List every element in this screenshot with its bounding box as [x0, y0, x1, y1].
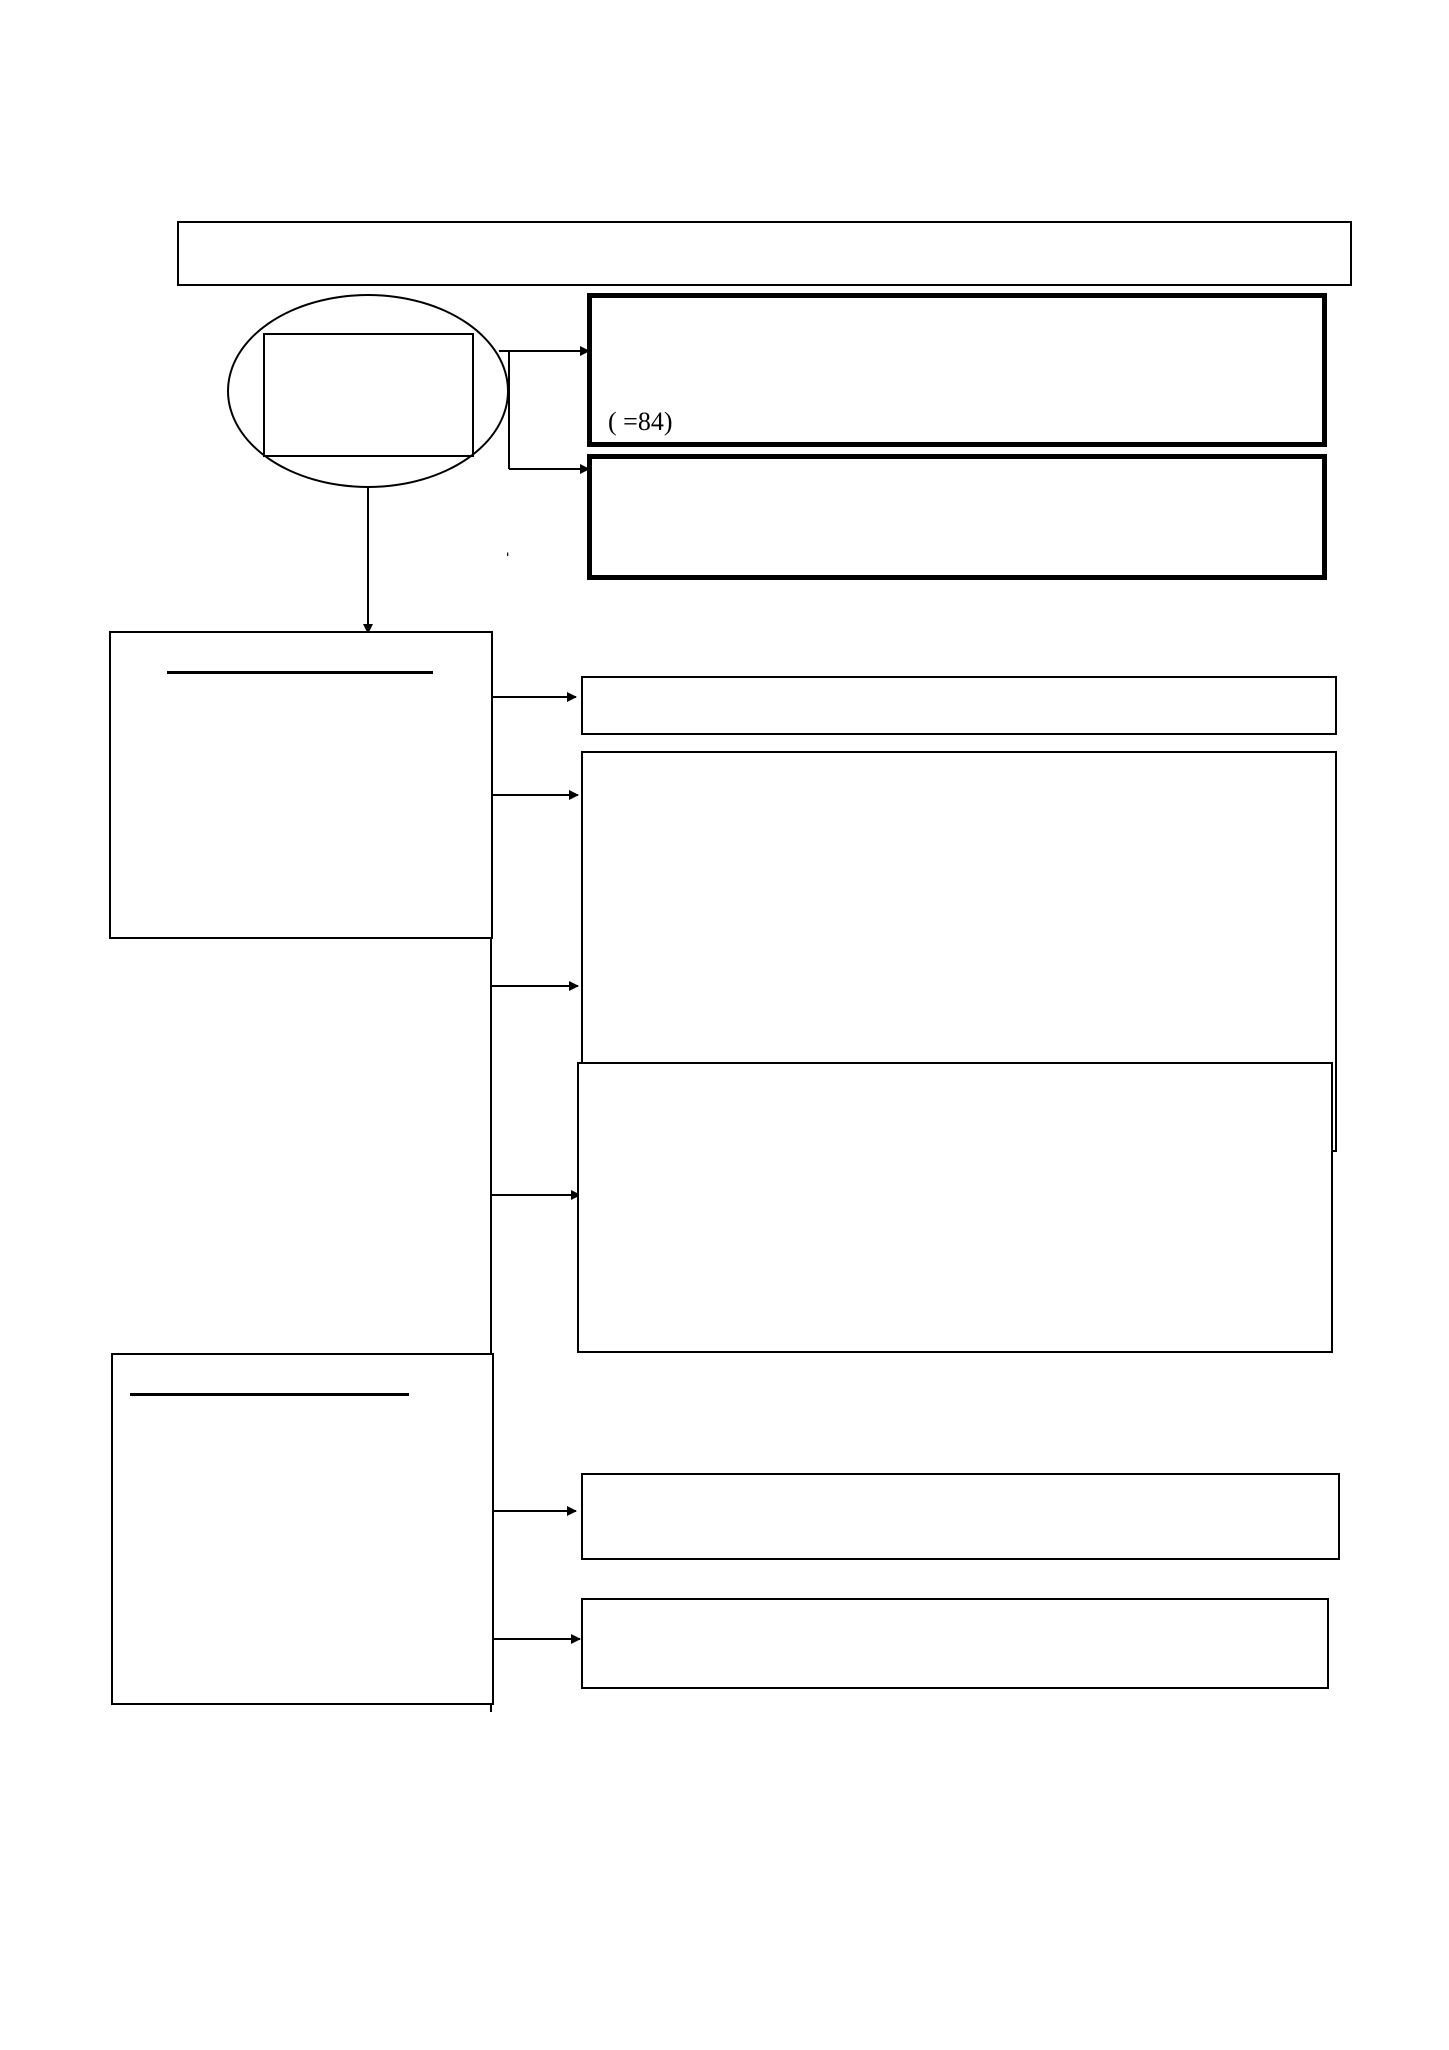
top-box	[177, 221, 1352, 286]
left-box-2	[111, 1353, 494, 1705]
start-node-box	[263, 333, 474, 457]
left-box-2-heading-rule	[130, 1393, 409, 1396]
top-right-box-2	[587, 454, 1327, 580]
right-box-5	[581, 1598, 1329, 1689]
left-box-1-heading-rule	[167, 671, 433, 674]
left-box-1	[109, 631, 493, 939]
sample-size-label: ( =84)	[608, 407, 673, 436]
right-box-3	[577, 1062, 1333, 1353]
right-box-1	[581, 676, 1337, 735]
right-box-4	[581, 1473, 1340, 1560]
top-right-box-1	[587, 293, 1327, 447]
start-ellipse	[227, 294, 509, 488]
stray-mark: ˈ	[504, 548, 512, 573]
